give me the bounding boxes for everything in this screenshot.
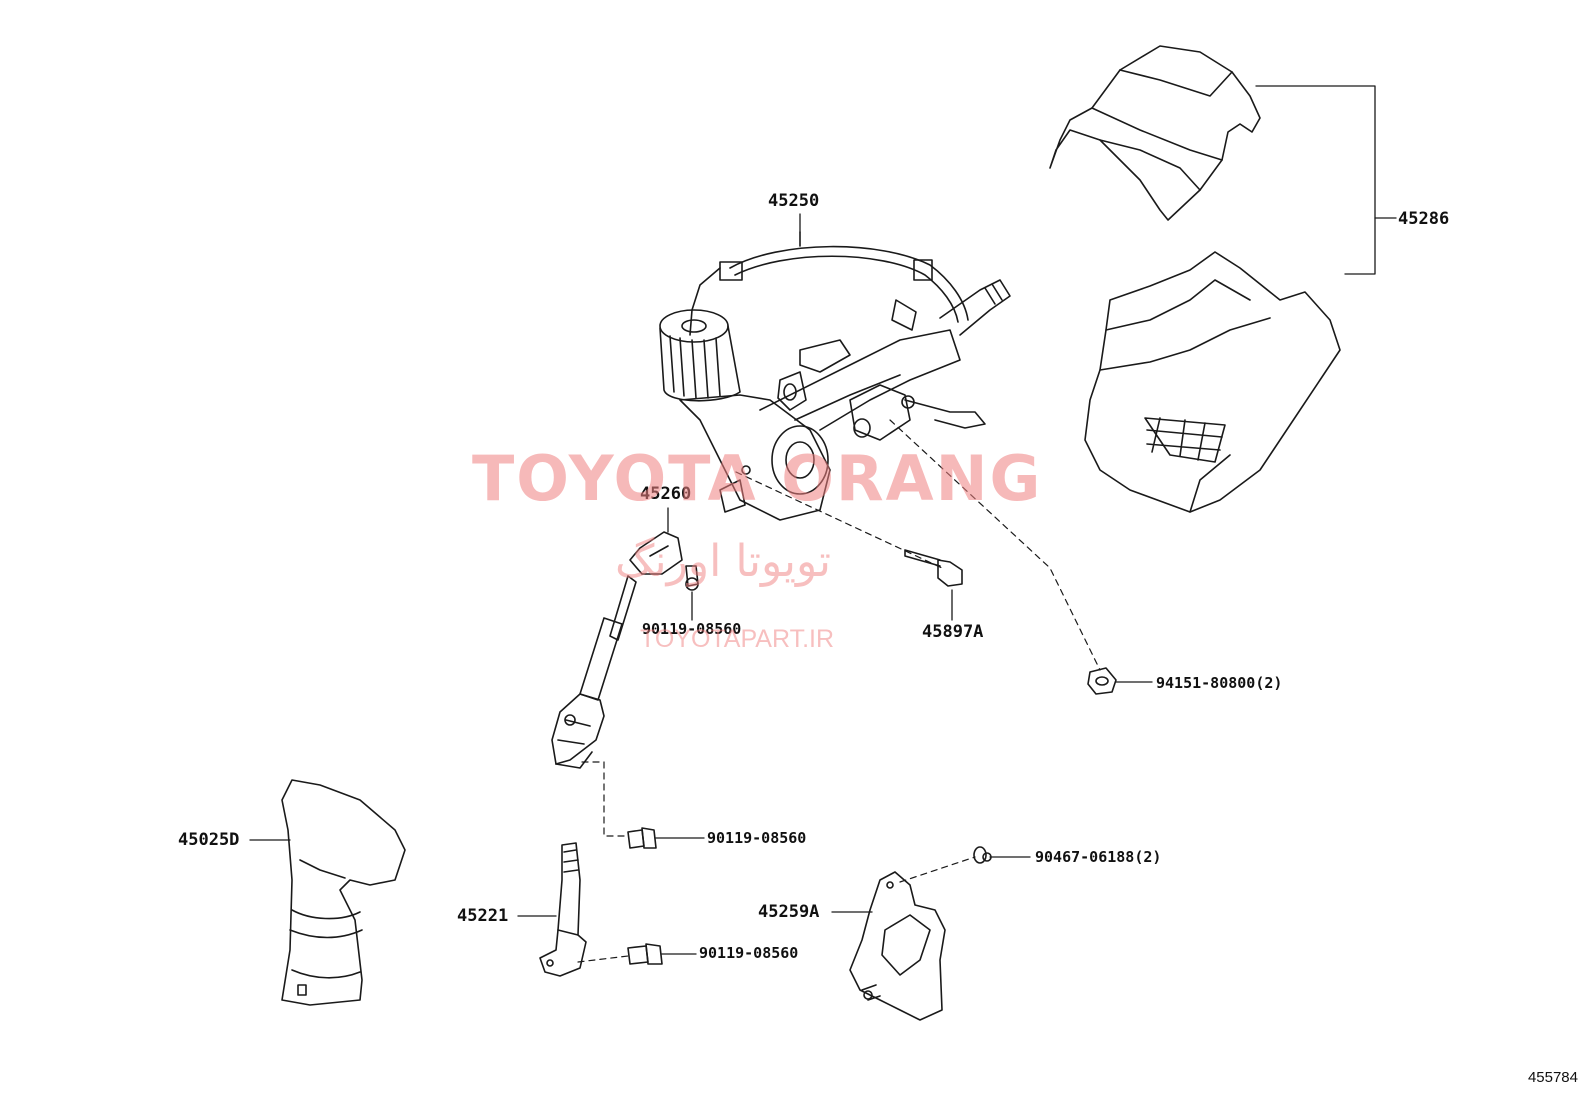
leader-lines — [249, 213, 1153, 955]
dashed-alignment-lines — [577, 419, 1101, 963]
lower-column-cover — [1084, 251, 1341, 513]
part-label-90119-lower[interactable]: 90119-08560 — [699, 944, 799, 962]
part-label-45025d[interactable]: 45025D — [178, 830, 240, 850]
main-shaft — [539, 842, 587, 977]
bolt-upper — [685, 565, 699, 591]
watermark-site: TOYOTAPART.IR — [640, 625, 835, 653]
steering-column-assembly — [659, 231, 1011, 521]
bolt-90467 — [973, 846, 992, 864]
nut-94151 — [1087, 667, 1117, 695]
part-label-45221[interactable]: 45221 — [457, 906, 509, 926]
intermediate-shaft — [551, 531, 683, 769]
part-label-90119-middle[interactable]: 90119-08560 — [707, 829, 807, 847]
column-hole-cover — [281, 779, 406, 1006]
part-label-45260[interactable]: 45260 — [640, 484, 692, 504]
drawing-number: 455784 — [1527, 1069, 1578, 1086]
part-label-90119-upper[interactable]: 90119-08560 — [642, 620, 742, 638]
cover-bracket-lines — [1255, 85, 1397, 275]
bolt-lower — [627, 943, 663, 965]
part-label-90467[interactable]: 90467-06188(2) — [1035, 848, 1162, 866]
bolt-middle — [627, 827, 657, 849]
part-label-45286[interactable]: 45286 — [1398, 209, 1450, 229]
watermark-brand: TOYOTA ORANG — [472, 442, 1043, 515]
upper-column-cover — [1049, 45, 1261, 221]
lower-bracket — [849, 871, 946, 1021]
part-label-45250[interactable]: 45250 — [768, 191, 820, 211]
bolt-45897a — [904, 549, 963, 587]
part-label-45259a[interactable]: 45259A — [758, 902, 820, 922]
watermark-arabic: تویوتا اورنگ — [615, 536, 831, 587]
part-label-94151[interactable]: 94151-80800(2) — [1156, 674, 1283, 692]
part-label-45897a[interactable]: 45897A — [922, 622, 984, 642]
